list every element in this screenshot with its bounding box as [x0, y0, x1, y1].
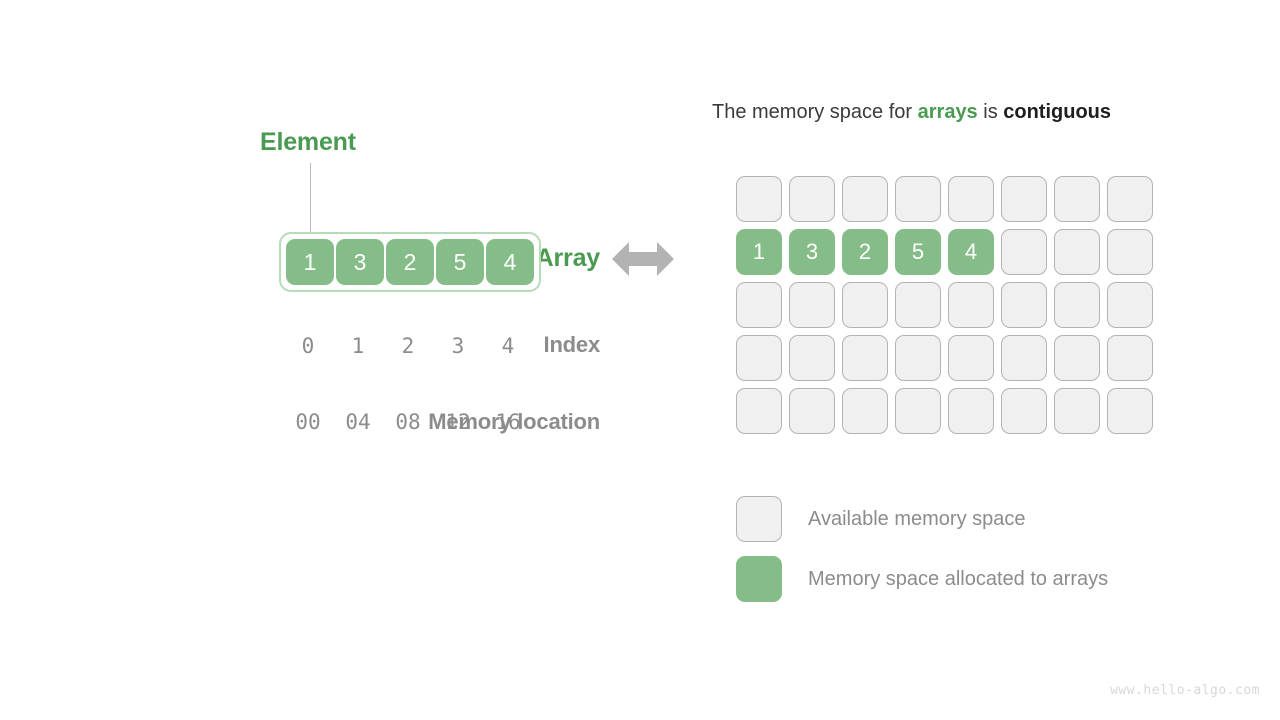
- memory-cell-allocated: 4: [948, 229, 994, 275]
- memory-cell: [895, 176, 941, 222]
- array-cell: 1: [286, 239, 334, 285]
- element-callout-line: [310, 163, 311, 235]
- headline-middle: is: [977, 101, 1004, 123]
- memory-cell: [789, 335, 835, 381]
- memory-cell: [895, 388, 941, 434]
- memory-location-row-label: Memory location: [428, 409, 600, 434]
- memory-location-value: 12: [445, 410, 471, 434]
- array-cell: 2: [386, 239, 434, 285]
- memory-cell: [1054, 176, 1100, 222]
- memory-cell: [1107, 176, 1153, 222]
- memory-location-value: 00: [295, 410, 321, 434]
- legend: Available memory space Memory space allo…: [736, 489, 1108, 609]
- index-value: 3: [451, 334, 465, 358]
- memory-grid: 1 3 2 5 4: [736, 176, 1160, 441]
- memory-cell-allocated: 3: [789, 229, 835, 275]
- legend-item-allocated: Memory space allocated to arrays: [736, 549, 1108, 609]
- watermark: www.hello-algo.com: [1110, 683, 1260, 698]
- memory-cell: [895, 282, 941, 328]
- legend-swatch-allocated-icon: [736, 556, 782, 602]
- memory-cell: [1054, 229, 1100, 275]
- memory-cell: [842, 282, 888, 328]
- memory-cell-allocated: 2: [842, 229, 888, 275]
- memory-cell: [789, 388, 835, 434]
- index-values-row: 0 1 2 3 4: [284, 334, 532, 358]
- array-container: 1 3 2 5 4: [279, 232, 541, 292]
- memory-cell: [1001, 388, 1047, 434]
- headline-keyword-contiguous: contiguous: [1003, 101, 1112, 123]
- memory-cell: [1001, 282, 1047, 328]
- memory-cell: [948, 388, 994, 434]
- memory-cell: [1001, 229, 1047, 275]
- memory-cell-allocated: 5: [895, 229, 941, 275]
- memory-cell: [789, 282, 835, 328]
- legend-label-allocated: Memory space allocated to arrays: [808, 567, 1109, 590]
- memory-cell: [842, 388, 888, 434]
- array-row-label: Array: [535, 244, 601, 272]
- memory-location-value: 04: [345, 410, 371, 434]
- array-cell: 5: [436, 239, 484, 285]
- memory-location-value: 16: [495, 410, 521, 434]
- memory-cell: [895, 335, 941, 381]
- array-cell: 3: [336, 239, 384, 285]
- memory-cell: [842, 335, 888, 381]
- memory-cell: [842, 176, 888, 222]
- index-row-label: Index: [543, 332, 601, 357]
- memory-cell: [1107, 335, 1153, 381]
- memory-cell: [1054, 282, 1100, 328]
- double-arrow-icon: [612, 237, 674, 281]
- memory-cell: [736, 282, 782, 328]
- headline-text: The memory space for arrays is contiguou…: [712, 101, 1111, 124]
- memory-cell: [1054, 388, 1100, 434]
- index-value: 4: [501, 334, 515, 358]
- memory-cell: [1107, 229, 1153, 275]
- memory-cell: [736, 335, 782, 381]
- legend-swatch-available-icon: [736, 496, 782, 542]
- index-value: 0: [301, 334, 315, 358]
- memory-cell: [789, 176, 835, 222]
- legend-item-available: Available memory space: [736, 489, 1108, 549]
- memory-cell: [1001, 176, 1047, 222]
- headline-prefix: The memory space for: [712, 101, 918, 123]
- memory-location-values-row: 00 04 08 12 16: [284, 410, 532, 434]
- array-cell: 4: [486, 239, 534, 285]
- legend-label-available: Available memory space: [808, 507, 1026, 530]
- index-value: 2: [401, 334, 415, 358]
- memory-cell: [948, 176, 994, 222]
- memory-illustration-panel: The memory space for arrays is contiguou…: [710, 0, 1280, 720]
- index-value: 1: [351, 334, 365, 358]
- memory-cell: [948, 282, 994, 328]
- memory-cell: [1107, 282, 1153, 328]
- array-illustration-panel: Element Array Index Memory location 1 3 …: [0, 0, 600, 720]
- memory-location-value: 08: [395, 410, 421, 434]
- memory-cell: [1054, 335, 1100, 381]
- memory-cell: [736, 176, 782, 222]
- memory-cell: [1001, 335, 1047, 381]
- memory-cell: [1107, 388, 1153, 434]
- memory-cell: [948, 335, 994, 381]
- headline-keyword-arrays: arrays: [917, 101, 978, 123]
- element-callout-label: Element: [260, 128, 356, 156]
- memory-cell: [736, 388, 782, 434]
- memory-cell-allocated: 1: [736, 229, 782, 275]
